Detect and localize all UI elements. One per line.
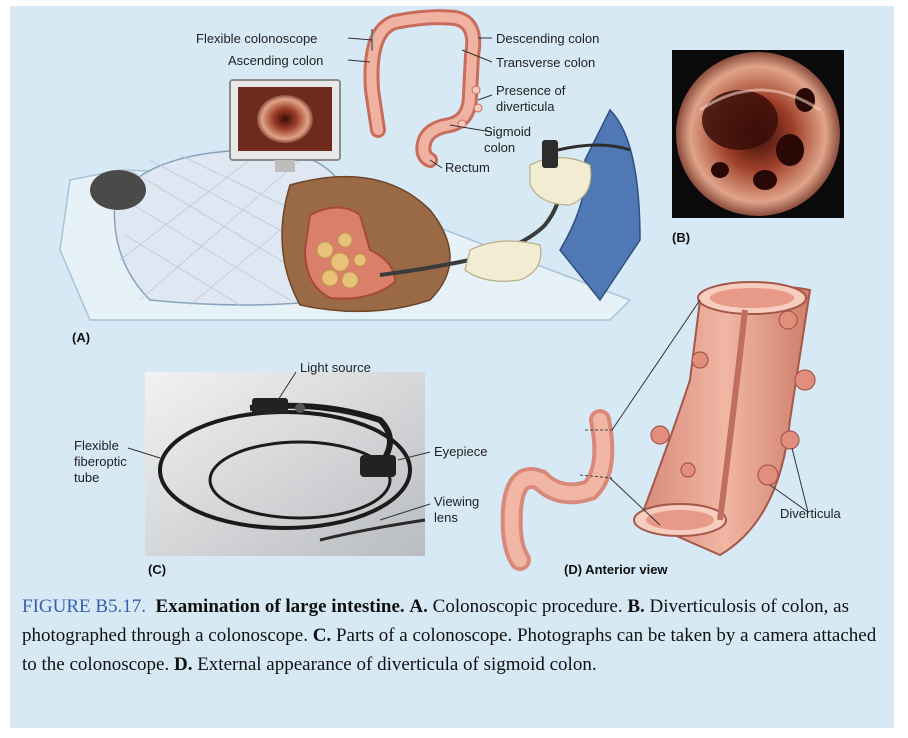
caption-title: Examination of large intestine. <box>155 596 405 617</box>
label-eyepiece: Eyepiece <box>434 444 488 459</box>
label-light-source: Light source <box>300 360 371 375</box>
panel-c-leaders <box>127 371 431 521</box>
label-flexible: Flexible <box>74 438 119 453</box>
label-lens: lens <box>434 510 458 525</box>
panel-c-label: (C) <box>148 562 167 577</box>
label-flexible-colonoscope: Flexible colonoscope <box>196 31 318 46</box>
caption-a-key: A. <box>409 596 428 617</box>
figure-caption: FIGURE B5.17. Examination of large intes… <box>22 592 894 679</box>
label-transverse-colon: Transverse colon <box>496 55 596 70</box>
panel-d-label: (D) Anterior view <box>564 562 668 577</box>
caption-c-key: C. <box>312 625 332 646</box>
monitor-illustration <box>229 79 341 172</box>
label-presence-of: Presence of <box>496 83 566 98</box>
label-sigmoid: Sigmoid <box>484 124 531 139</box>
caption-figure-number: FIGURE B5.17. <box>22 596 147 617</box>
caption-d-text: External appearance of diverticula of si… <box>197 654 597 675</box>
label-diverticula-d: Diverticula <box>780 506 841 521</box>
label-descending-colon: Descending colon <box>496 31 600 46</box>
colonoscope-photo <box>145 372 426 556</box>
label-viewing: Viewing <box>434 494 480 509</box>
panel-b-label: (B) <box>672 230 691 245</box>
label-tube: tube <box>74 470 100 485</box>
colon-anatomy-illustration <box>363 9 483 168</box>
patient-illustration <box>59 108 641 321</box>
panel-a-label: (A) <box>72 330 91 345</box>
label-rectum: Rectum <box>445 160 490 175</box>
caption-d-key: D. <box>173 654 193 675</box>
endoscopic-photo <box>672 50 844 218</box>
caption-a-text: Colonoscopic procedure. <box>432 596 623 617</box>
caption-b-text: Diverticulosis of colon, as photographed… <box>22 596 849 646</box>
sigmoid-colon-illustration <box>500 281 816 571</box>
caption-b-key: B. <box>627 596 645 617</box>
label-ascending-colon: Ascending colon <box>228 53 324 68</box>
label-fiberoptic: fiberoptic <box>74 454 127 469</box>
caption-c-text: Parts of a colonoscope. Photographs can … <box>22 625 877 675</box>
label-sigmoid-colon: colon <box>484 140 516 155</box>
label-diverticula-a: diverticula <box>496 99 555 114</box>
panel-a-leaders <box>347 37 493 169</box>
